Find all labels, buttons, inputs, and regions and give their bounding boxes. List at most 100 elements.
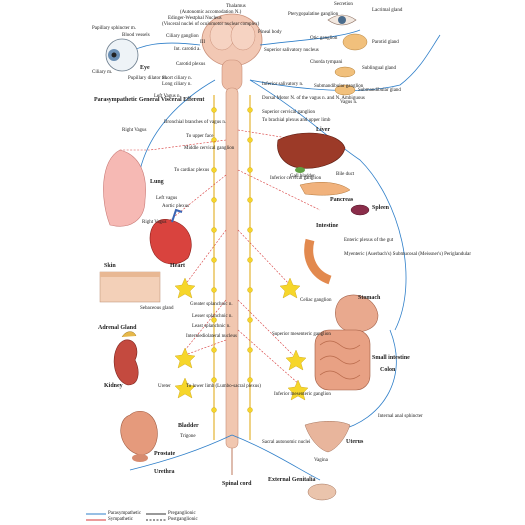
label-otic-ganglion: Otic ganglion (310, 36, 338, 41)
label-to-lower-limb: To lower limb (Lumbo-sacral plexus) (186, 384, 261, 389)
label-to-cardiac-plexus: To cardiac plexus (174, 168, 210, 173)
label-secretion: Secretion (334, 2, 353, 7)
uterus-illustration (304, 421, 351, 453)
label-myenteric: Myenteric (Auerbach's) Submucosal (Meiss… (344, 252, 472, 257)
label-trigone: Trigone (180, 434, 196, 439)
skin-illustration (99, 271, 161, 303)
spleen-illustration (350, 204, 370, 216)
label-chorda-tympani: Chorda tympani (310, 60, 343, 65)
label-right-vagus-2: Right Vagus (142, 220, 167, 225)
brain (201, 13, 263, 91)
label-edinger-westphal: Edinger-Westphal Nucleus (168, 16, 222, 21)
label-dorsal-motor-vagus: Dorsal Motor N. of the vagus n. and N. A… (262, 96, 365, 101)
legend-preganglionic: Preganglionic (168, 511, 196, 516)
legend-postganglionic: Postganglionic (168, 517, 198, 522)
small-intestine-illustration (314, 329, 371, 391)
label-aortic-plexus: Aortic plexus (162, 204, 190, 209)
label-vagina: Vagina (314, 458, 328, 463)
label-pineal-body: Pineal body (258, 30, 282, 35)
sympathetic-chain (211, 95, 253, 440)
label-papillary-sphincter: Papillary sphincter m. (92, 26, 137, 31)
label-superior-cervical: Superior cervical ganglion (262, 110, 316, 115)
label-small-intestine: Small intestine (372, 355, 410, 361)
spinal-cord (225, 87, 239, 475)
label-left-vagus: Left vagus (156, 196, 178, 201)
label-pancreas: Pancreas (330, 197, 354, 203)
heart-illustration (149, 208, 192, 265)
label-inferior-cervical: Inferior cervical ganglion (270, 176, 322, 181)
salivary-glands (334, 33, 368, 96)
lung-illustration (103, 149, 146, 227)
label-submandibular-gland: Submandibular gland (358, 88, 401, 93)
label-heart: Heart (170, 263, 185, 269)
label-sebaceous-gland: Sebaceous gland (140, 306, 174, 311)
label-spinal-cord: Spinal cord (222, 481, 252, 487)
label-superior-salivatory: Superior salivatory nucleus (264, 48, 319, 53)
label-inferior-salivatory: Inferior salivatory n. (262, 82, 304, 87)
label-iii: III (200, 40, 205, 45)
kidney-illustration (113, 331, 139, 386)
eye-illustration (105, 38, 139, 72)
label-short-ciliary: Short ciliary n. (162, 76, 192, 81)
label-parotid-gland: Parotid gland (372, 40, 399, 45)
legend-sympathetic: Sympathetic (108, 517, 133, 522)
label-carotid-plexus: Carotid plexus (176, 62, 206, 67)
label-oculomotor-complex: (Visceral nuclei of oculomotor nuclear c… (162, 22, 260, 27)
liver-illustration (277, 132, 346, 173)
label-parasympathetic-efferent: Parasympathetic General Visceral Efferen… (94, 97, 205, 103)
stomach-illustration (335, 294, 379, 333)
label-enteric-plexus: Enteric plexus of the gut (344, 238, 394, 243)
parasympathetic-fibers (124, 29, 441, 481)
label-right-vagus: Right Vagus (122, 128, 147, 133)
sympathetic-fibers (120, 129, 321, 386)
legend-parasympathetic: Parasympathetic (108, 511, 142, 516)
label-int-carotid: Int. carotid a. (174, 47, 201, 52)
label-bronchial-branches: Bronchial branches of vagus n. (164, 120, 227, 125)
label-kidney: Kidney (104, 383, 123, 389)
label-intestine: Intestine (316, 223, 339, 229)
legend-lines (86, 513, 166, 521)
label-colon: Colon (380, 367, 396, 373)
label-eye: Eye (140, 65, 150, 71)
label-inferior-mesenteric: Inferior mesenteric ganglion (274, 392, 331, 397)
pancreas-illustration (299, 182, 351, 196)
label-left-vagus-n: Left Vagus n. (154, 94, 181, 99)
label-liver: Liver (316, 127, 330, 133)
label-ciliary-ganglion: Ciliary ganglion (166, 34, 199, 39)
bladder-illustration (120, 410, 158, 462)
label-celiac-ganglion: Celiac ganglion (300, 298, 332, 303)
label-internal-anal-sphincter: Internal anal sphincter (378, 414, 423, 419)
label-prostate: Prostate (154, 451, 176, 457)
external-genitalia-illustration (307, 483, 337, 501)
label-to-brachial: To brachial plexus and upper limb (262, 118, 331, 123)
label-superior-mesenteric: Superior mesenteric ganglion (272, 332, 331, 337)
label-lung: Lung (150, 179, 164, 185)
label-sublingual-gland: Sublingual gland (362, 66, 397, 71)
label-external-genitalia: External Genitalia (268, 477, 316, 483)
label-middle-cervical: Middle cervical ganglion (184, 146, 235, 151)
label-urethra: Urethra (154, 469, 175, 475)
label-ureter: Ureter (158, 384, 171, 389)
label-skin: Skin (104, 263, 116, 269)
label-adrenal-gland: Adrenal Gland (98, 325, 137, 331)
label-greater-splanchnic: Greater splanchnic n. (190, 302, 233, 307)
label-thalamus: Thalamus (226, 4, 246, 9)
label-vagus-n: Vagus n. (340, 100, 358, 105)
lacrimal-eye-illustration (327, 14, 357, 26)
label-gall-bladder: Gall bladder (290, 174, 315, 179)
label-pupillary-dilator: Pupillary dilator m. (128, 76, 168, 81)
label-intermediolateral: Intermediolateral nucleus (186, 334, 237, 339)
label-submandibular-ganglion: Submandibular ganglion (314, 84, 364, 89)
label-lesser-splanchnic: Lesser splanchnic n. (192, 314, 233, 319)
label-pterygopalatine: Pterygopalatine ganglion (288, 12, 339, 17)
label-ciliary-m: Ciliary m. (92, 70, 113, 75)
label-autonomic-accommodation: (Autonomic accomodation N.) (180, 10, 242, 15)
label-stomach: Stomach (358, 295, 381, 301)
label-spleen: Spleen (372, 205, 390, 211)
label-sacral-autonomic: Sacral autonomic nuclei (262, 440, 311, 445)
label-blood-vessels: Blood vessels (122, 33, 150, 38)
label-uterus: Uterus (346, 439, 364, 445)
label-bladder: Bladder (178, 423, 199, 429)
